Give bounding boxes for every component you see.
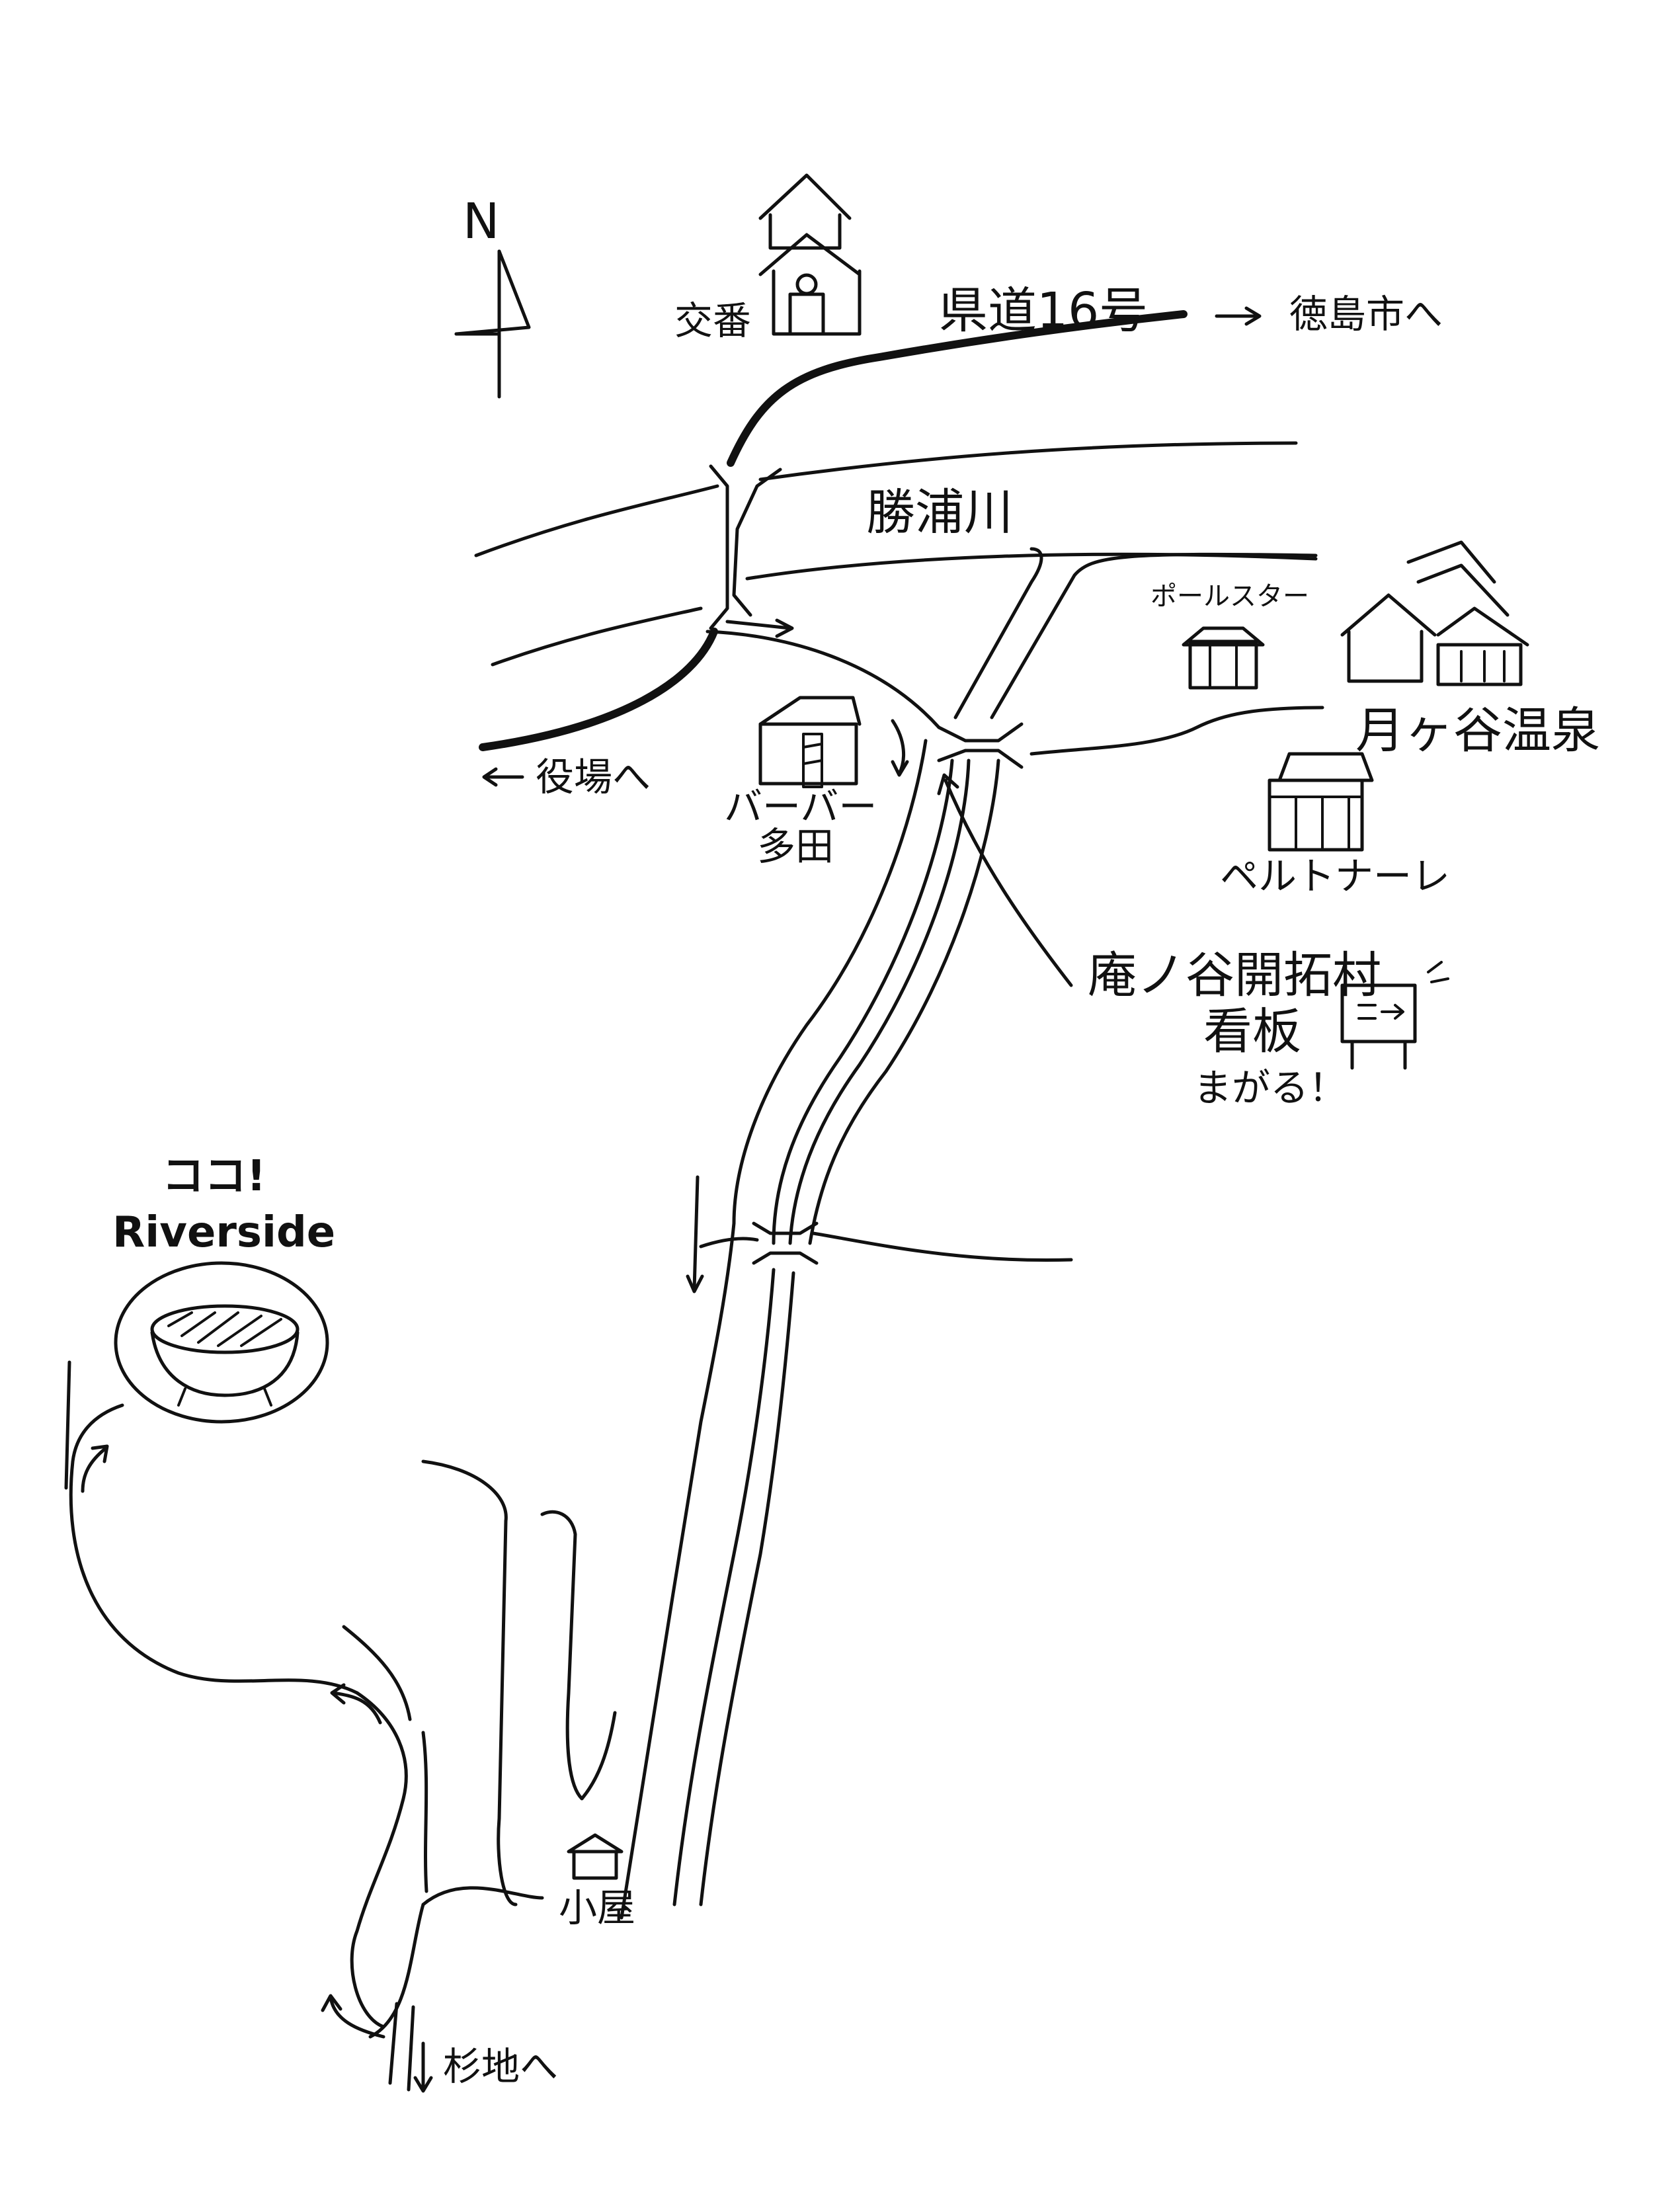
bbq-grill-icon [114, 1261, 329, 1424]
creek-road-west [699, 1237, 759, 1249]
sign-label-1: 庵ノ谷開拓村 [1088, 947, 1381, 1004]
main-road-south [620, 739, 1000, 1920]
compass-north-arrow-icon [454, 249, 531, 399]
turn-arrow-down-icon [891, 719, 909, 777]
prefectural-road-16 [727, 310, 1188, 467]
polestar-shop-icon [1182, 626, 1265, 690]
north-label: N [463, 193, 499, 250]
riverside-label: Riverside [112, 1208, 335, 1257]
signboard-icon [1340, 961, 1449, 1070]
arrow-down-sugichi-icon [413, 2041, 433, 2093]
side-road-north-2 [990, 552, 1318, 719]
koban-label: 交番 [674, 298, 751, 343]
yakuba-label: 役場へ [536, 755, 651, 799]
route-arrow-curve-icon [330, 1683, 382, 1725]
arrow-down-icon [686, 1175, 704, 1293]
koko-label: ココ! [162, 1152, 266, 1201]
road-bridge-to-intersection [706, 630, 941, 729]
bridge-intersection [937, 722, 1024, 769]
onsen-road [1029, 706, 1324, 756]
bridge-north [709, 464, 782, 630]
arrow-right-icon [1215, 306, 1262, 326]
police-box-icon [758, 173, 862, 336]
side-road-north-1 [953, 547, 1043, 719]
barber-label-2: 多田 [757, 824, 834, 869]
tokushima-label: 徳島市へ [1289, 292, 1443, 337]
river-label: 勝浦川 [866, 484, 1013, 541]
turn-arrow-east-icon [725, 618, 794, 638]
peru-label: ペルトナーレ [1220, 854, 1450, 899]
hut-icon [567, 1833, 624, 1880]
polestar-label: ポールスター [1150, 581, 1309, 612]
arrow-left-icon [482, 767, 524, 787]
barber-shop-icon [758, 696, 862, 788]
creek-road-east [811, 1231, 1073, 1262]
road-16-label: 県道16号 [939, 282, 1148, 339]
sugichi-label: 杉地へ [443, 2044, 558, 2089]
barber-label-1: バーバー [724, 784, 877, 829]
koya-label: 小屋 [559, 1885, 635, 1930]
road-to-town-hall [479, 628, 718, 751]
bridge-south [752, 1221, 819, 1265]
sign-label-3: まがる！ [1193, 1065, 1347, 1110]
onsen-label: 月ヶ谷温泉 [1355, 702, 1600, 759]
onsen-building-icon [1340, 540, 1529, 686]
route-arrow-up-icon [81, 1444, 109, 1493]
sign-pointer-arrow [937, 773, 1073, 987]
peru-shop-icon [1268, 752, 1374, 852]
sign-label-2: 看板 [1203, 1003, 1301, 1060]
route-arrow-bottom-icon [321, 1994, 385, 2039]
winding-route [64, 1360, 617, 2092]
